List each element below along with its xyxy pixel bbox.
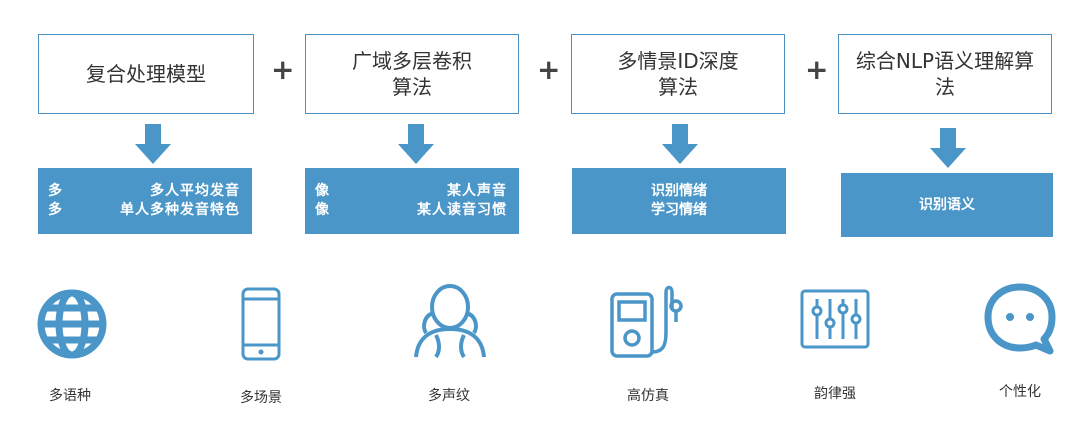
output-semantics: 识别语义 xyxy=(841,173,1053,237)
plus-sign: + xyxy=(805,53,829,86)
feature-label-prosody: 韵律强 xyxy=(814,386,856,402)
output-imitate-right-1: 某人声音 xyxy=(447,183,507,199)
box-nlp-algorithm: 综合NLP语义理解算 法 xyxy=(838,34,1052,114)
phone-icon xyxy=(241,287,281,361)
people-icon xyxy=(414,284,486,359)
box-id-depth-algorithm: 多情景ID深度 算法 xyxy=(571,34,785,114)
output-emotion: 识别情绪 学习情绪 xyxy=(572,168,786,234)
box-composite-model-text: 复合处理模型 xyxy=(86,62,206,86)
output-emotion-line-2: 学习情绪 xyxy=(651,202,707,218)
output-multi-left-2: 多 xyxy=(48,202,62,218)
feature-label-personalized: 个性化 xyxy=(999,384,1041,400)
output-multi: 多多人平均发音 多单人多种发音特色 xyxy=(38,168,252,234)
box-nlp-algorithm-text: 综合NLP语义理解算 法 xyxy=(855,49,1035,99)
down-arrow-icon xyxy=(398,124,434,164)
output-multi-right-2: 单人多种发音特色 xyxy=(120,202,240,218)
feature-label-multilingual: 多语种 xyxy=(49,388,91,404)
globe-icon xyxy=(37,289,107,359)
feature-label-multiscene: 多场景 xyxy=(240,390,282,406)
feature-label-multivoice: 多声纹 xyxy=(428,388,470,404)
box-composite-model: 复合处理模型 xyxy=(38,34,254,114)
box-conv-algorithm-text: 广域多层卷积 算法 xyxy=(352,49,472,99)
down-arrow-icon xyxy=(135,124,171,164)
output-emotion-line-1: 识别情绪 xyxy=(651,183,707,199)
output-multi-left-1: 多 xyxy=(48,183,62,199)
box-id-depth-algorithm-text: 多情景ID深度 算法 xyxy=(617,49,739,99)
output-imitate-left-1: 像 xyxy=(315,183,329,199)
down-arrow-icon xyxy=(662,124,698,164)
plus-sign: + xyxy=(271,53,295,86)
equalizer-icon xyxy=(800,289,870,349)
box-conv-algorithm: 广域多层卷积 算法 xyxy=(305,34,519,114)
output-imitate-left-2: 像 xyxy=(315,202,329,218)
feature-label-high-fidelity: 高仿真 xyxy=(627,388,669,404)
plus-sign: + xyxy=(537,53,561,86)
output-imitate-right-2: 某人读音习惯 xyxy=(417,202,507,218)
output-imitate: 像某人声音 像某人读音习惯 xyxy=(305,168,519,234)
down-arrow-icon xyxy=(930,128,966,168)
chat-bubble-icon xyxy=(984,283,1056,355)
output-semantics-line-1: 识别语义 xyxy=(919,197,975,213)
music-player-icon xyxy=(610,285,683,358)
output-multi-right-1: 多人平均发音 xyxy=(150,183,240,199)
